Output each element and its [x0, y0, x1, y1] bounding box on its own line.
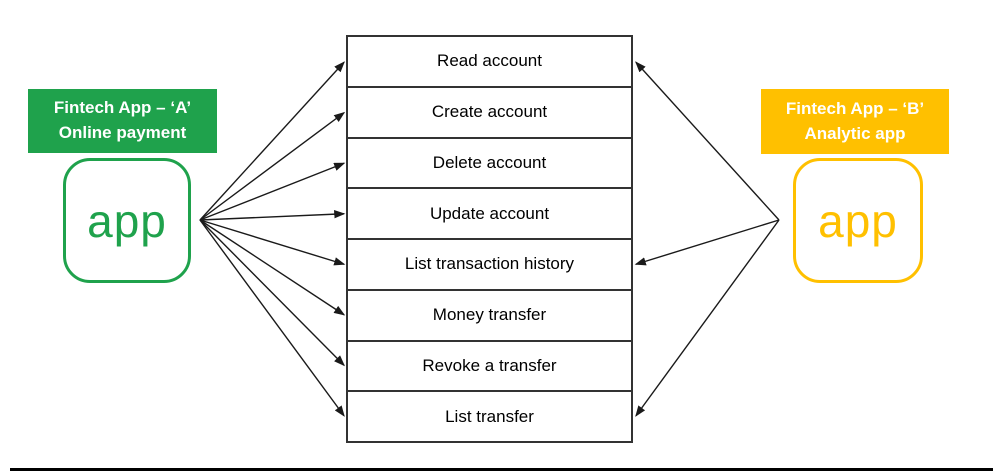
operation-row: List transfer — [348, 392, 631, 441]
operation-row: Delete account — [348, 138, 631, 190]
operation-row: Read account — [348, 37, 631, 88]
app-b-icon-text: app — [818, 194, 898, 247]
connection-arrow — [199, 209, 346, 221]
connection-arrow — [199, 219, 346, 266]
operation-row: Create account — [348, 87, 631, 139]
app-b-label-line2: Analytic app — [804, 123, 906, 143]
operation-row: List transaction history — [348, 240, 631, 291]
connection-arrow — [199, 61, 345, 221]
app-a-icon-text: app — [87, 194, 167, 247]
connection-arrow — [635, 61, 780, 221]
app-b-label: Fintech App – ‘B’ Analytic app — [761, 89, 949, 154]
app-a-label-line1: Fintech App – ‘A’ — [53, 98, 192, 118]
connection-arrow — [199, 111, 346, 221]
connection-arrow — [199, 162, 346, 221]
app-b-icon: app — [793, 158, 923, 283]
connection-arrow — [199, 219, 346, 316]
app-a-label-line2: Online payment — [58, 123, 187, 142]
operation-row: Revoke a transfer — [348, 341, 631, 393]
operation-row: Update account — [348, 189, 631, 240]
app-b-label-line1: Fintech App – ‘B’ — [785, 98, 925, 118]
operation-row: Money transfer — [348, 290, 631, 342]
connection-arrow — [199, 219, 345, 417]
bottom-rule — [10, 468, 993, 471]
app-a-label: Fintech App – ‘A’ Online payment — [28, 89, 217, 153]
connection-arrow — [634, 219, 780, 266]
connection-arrow — [199, 219, 345, 367]
app-a-icon: app — [63, 158, 191, 283]
connection-arrow — [635, 219, 780, 417]
